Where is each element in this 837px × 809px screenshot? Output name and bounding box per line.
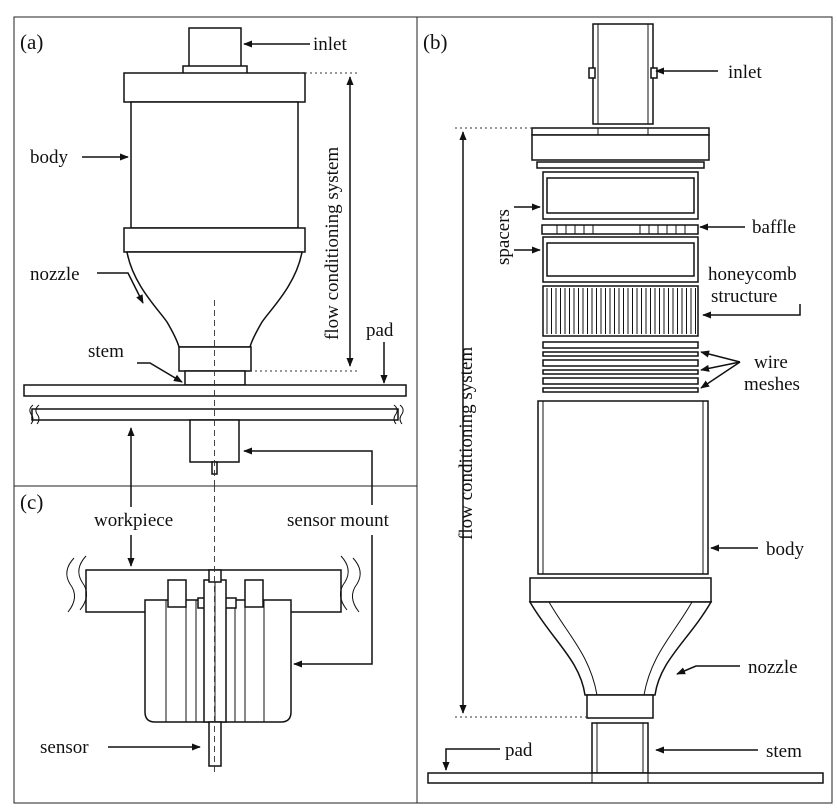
panel-a-nozzle-arrow — [97, 272, 144, 304]
panel-a-stem-arrow — [137, 362, 183, 383]
panel-b-body-label: body — [766, 539, 805, 560]
panel-c-workpiece-label: workpiece — [94, 510, 173, 531]
panel-a-body-label: body — [30, 147, 69, 168]
panel-b-nozzle-part — [528, 577, 713, 696]
panel-c-sensor-label: sensor — [40, 737, 89, 758]
panel-b-wire-arrows — [700, 350, 741, 389]
panel-c-sensor-mount-label: sensor mount — [287, 510, 390, 531]
panel-b-pad-arrow — [442, 748, 500, 771]
panel-a-pad-label: pad — [366, 320, 394, 341]
panel-b-tag: (b) — [423, 30, 448, 54]
panel-b-body-part — [537, 400, 709, 575]
panel-b-spacer-1 — [542, 171, 699, 220]
panel-a-inlet-part — [182, 27, 248, 75]
panel-b-baffle-label: baffle — [752, 217, 796, 238]
panel-b-inlet-part — [588, 23, 658, 125]
panel-b-pad-part — [427, 772, 824, 784]
panel-a-inlet-label: inlet — [313, 34, 347, 55]
panel-b-flow-dimension — [455, 127, 590, 718]
panel-b-honeycomb-arrow — [702, 304, 801, 319]
panel-a-stem-part — [178, 346, 252, 386]
panel-frames — [13, 16, 833, 804]
panel-a-tag: (a) — [20, 30, 43, 54]
panel-b-flow-label: flow conditioning system — [456, 347, 477, 540]
panel-b-nozzle-arrow — [676, 665, 740, 675]
panel-b: (b) — [423, 23, 824, 784]
panel-b-pad-label: pad — [505, 740, 533, 761]
panel-b-stem-part — [586, 694, 654, 774]
panel-b-wire-label-1: wire — [754, 352, 788, 373]
panel-a-stem-label: stem — [88, 341, 124, 362]
panel-a-body-part — [123, 72, 306, 253]
panel-c-sensor-mount-arrow-up — [243, 447, 373, 505]
panel-c-sensor-part — [203, 569, 227, 767]
panel-c: (c) workpiece — [20, 427, 390, 775]
panel-b-spacer-2 — [542, 236, 699, 283]
panel-b-inlet-label: inlet — [728, 62, 762, 83]
panel-a-pad-part — [23, 384, 407, 397]
panel-b-top-cap — [531, 127, 710, 169]
panel-b-nozzle-label: nozzle — [748, 657, 798, 678]
panel-b-stem-label: stem — [766, 741, 802, 762]
panel-b-honeycomb-part — [542, 285, 699, 337]
panel-b-wire-meshes-part — [542, 341, 699, 393]
panel-b-honeycomb-label-2: structure — [711, 286, 777, 307]
panel-c-tag: (c) — [20, 490, 43, 514]
panel-b-honeycomb-label-1: honeycomb — [708, 264, 797, 285]
panel-a-nozzle-label: nozzle — [30, 264, 80, 285]
panel-c-sensor-mount-arrow-down — [293, 535, 373, 668]
panel-b-spacers-label: spacers — [493, 209, 514, 265]
panel-a-flow-label: flow conditioning system — [322, 147, 343, 340]
panel-a-flow-dimension — [250, 72, 358, 372]
panel-b-wire-label-2: meshes — [744, 374, 800, 395]
panel-b-baffle-part — [541, 224, 699, 235]
panel-a: (a) — [20, 27, 407, 486]
